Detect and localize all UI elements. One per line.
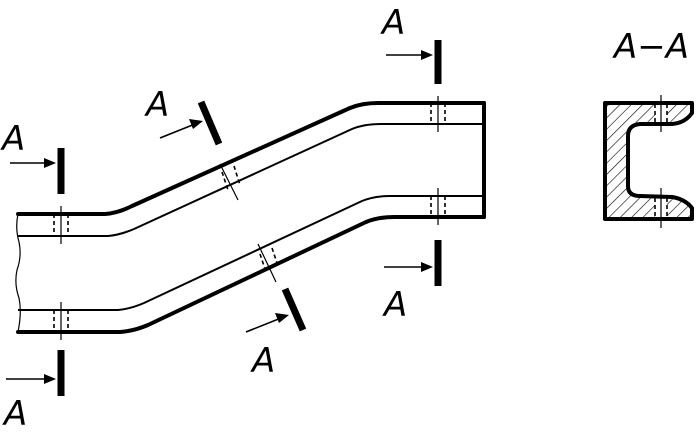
- cut-label-right-bottom: A: [382, 285, 407, 325]
- section-hole-bottom: [654, 188, 668, 228]
- hole-left-bottom: [53, 302, 69, 340]
- cut-mark-middle-bottom: A: [245, 287, 307, 381]
- hole-right-bottom: [430, 188, 446, 225]
- bottom-inner-line: [18, 195, 484, 311]
- cut-label-left-bottom: A: [2, 394, 27, 434]
- section-title: A−A: [612, 27, 689, 67]
- cut-mark-middle-top: A: [144, 85, 223, 146]
- cut-mark-left-top: A: [0, 119, 65, 194]
- cut-label-right-top: A: [380, 3, 405, 43]
- cut-mark-right-bottom: A: [382, 240, 442, 325]
- channel-profile: [15, 101, 486, 334]
- section-hatched-area: [603, 101, 694, 221]
- section-hole-top: [654, 95, 668, 132]
- cut-label-left-top: A: [0, 119, 25, 159]
- cut-label-middle-top: A: [144, 85, 169, 125]
- section-view: A−A: [603, 27, 694, 228]
- bottom-outer-edge: [16, 215, 486, 334]
- top-outer-edge: [16, 101, 486, 216]
- hole-middle-top: [219, 163, 241, 201]
- top-inner-line: [18, 123, 484, 237]
- hole-middle-bottom: [257, 243, 279, 283]
- left-break-line: [15, 213, 21, 333]
- cut-mark-left-bottom: A: [2, 350, 65, 434]
- holes: [53, 96, 446, 340]
- cut-label-middle-bottom: A: [250, 341, 275, 381]
- hole-right-top: [430, 96, 446, 132]
- cut-mark-right-top: A: [380, 3, 442, 84]
- hole-left-top: [53, 206, 69, 244]
